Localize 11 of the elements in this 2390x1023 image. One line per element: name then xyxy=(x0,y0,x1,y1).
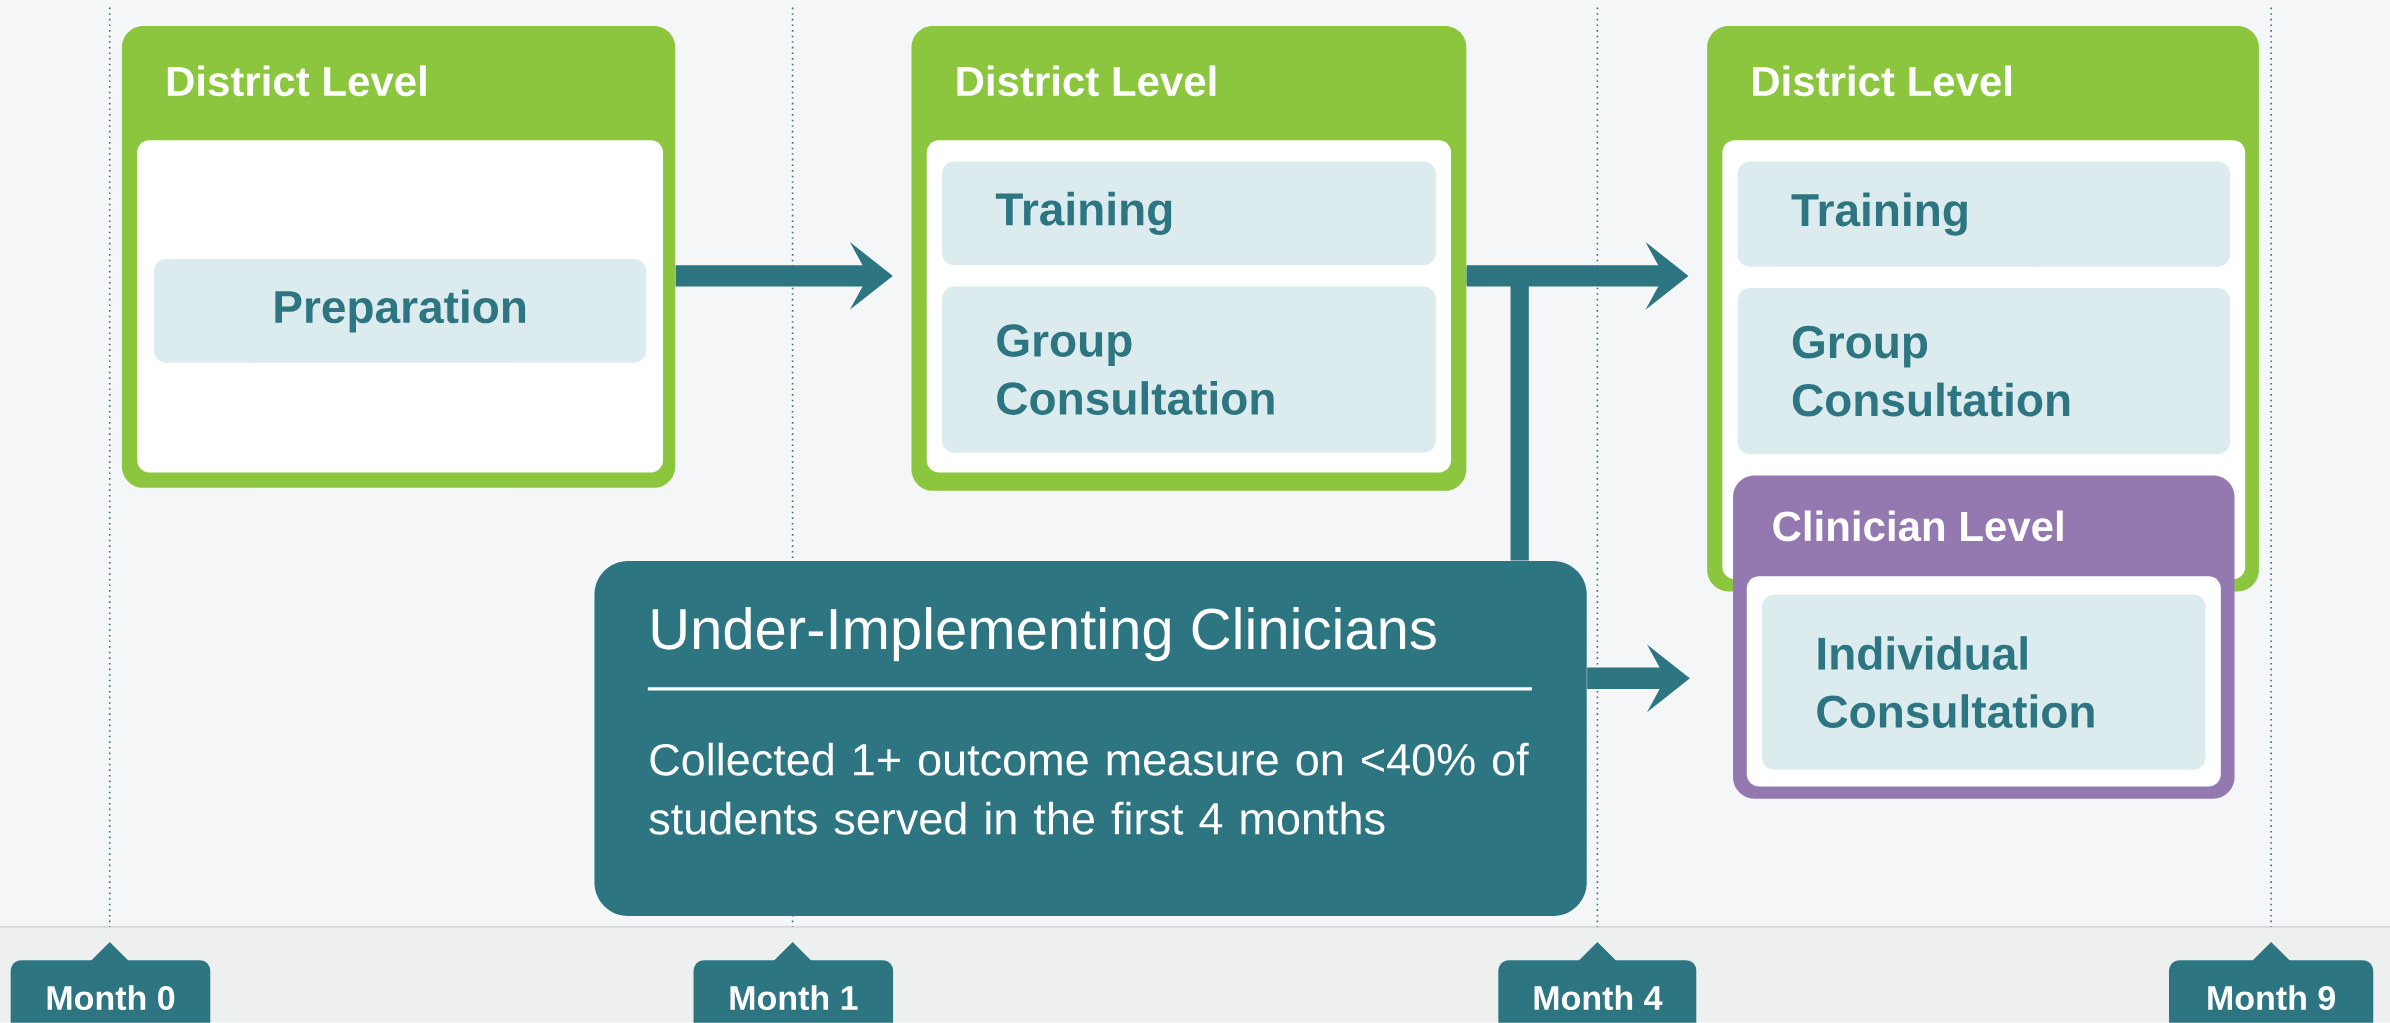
step-box: Group Consultation xyxy=(1737,288,2230,455)
month-tag: Month 0 xyxy=(10,942,211,1023)
callout-box: Under-Implementing Clinicians Collected 1+ outcome measure on <40% of students served in the first 4 months xyxy=(594,561,1587,917)
month-tag: Month 4 xyxy=(1498,942,1697,1023)
step-box: Preparation xyxy=(153,259,647,363)
step-box: Training xyxy=(942,161,1436,266)
month-tag: Month 9 xyxy=(2169,942,2374,1023)
step-box: Training xyxy=(1737,161,2230,267)
step-box: Group Consultation xyxy=(942,286,1436,453)
month-tag: Month 1 xyxy=(693,942,894,1023)
step-box: Individual Consultation xyxy=(1762,594,2206,770)
